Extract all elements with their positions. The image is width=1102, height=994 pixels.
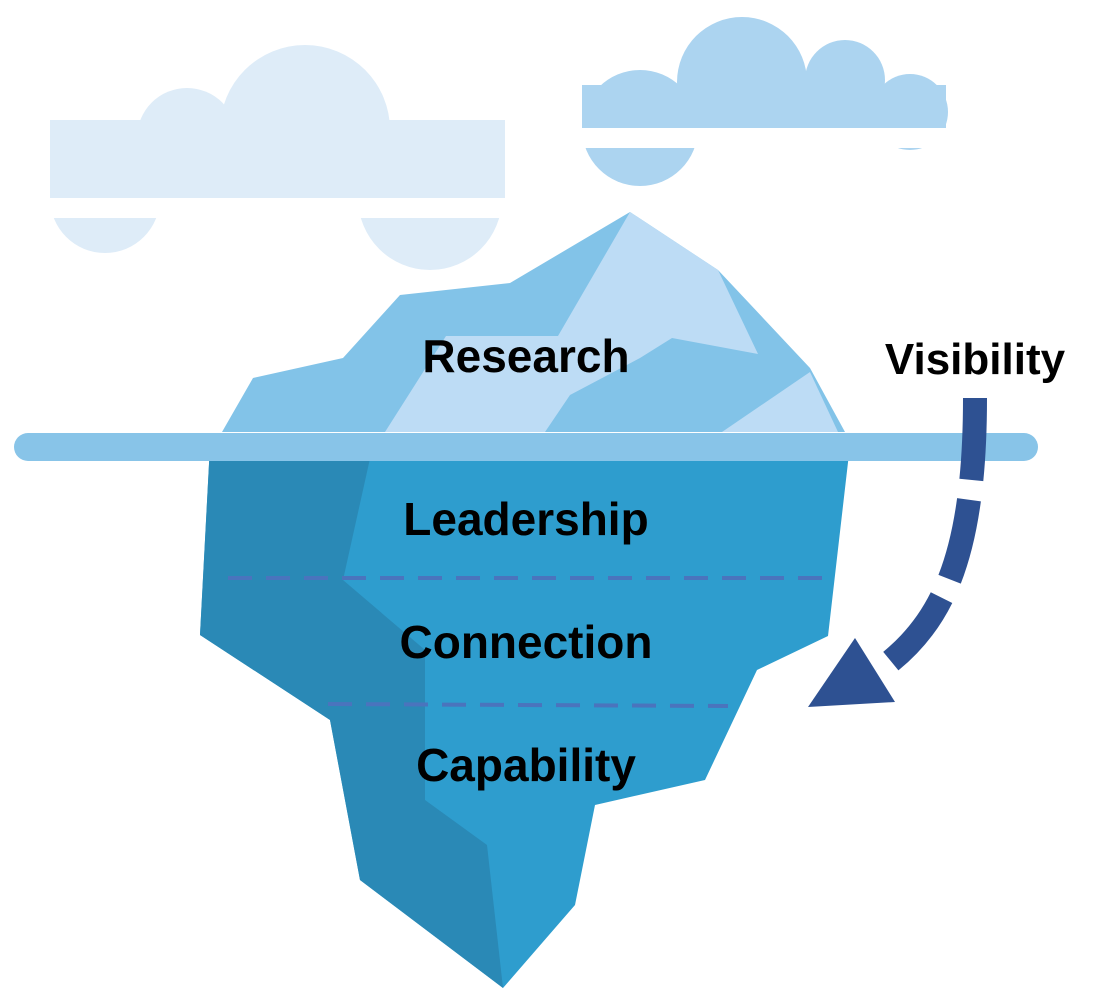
cloud-left-icon — [50, 45, 505, 270]
cloud-right-icon — [582, 17, 948, 186]
iceberg-tip — [222, 212, 845, 432]
label-connection: Connection — [400, 616, 653, 668]
label-capability: Capability — [416, 739, 636, 791]
label-visibility: Visibility — [885, 335, 1066, 384]
dashed-divider-lower — [327, 702, 729, 708]
iceberg-submerged — [200, 445, 850, 988]
label-leadership: Leadership — [403, 493, 648, 545]
arrowhead-icon — [808, 638, 895, 707]
visibility-arrow — [808, 397, 987, 707]
label-research: Research — [422, 330, 629, 382]
